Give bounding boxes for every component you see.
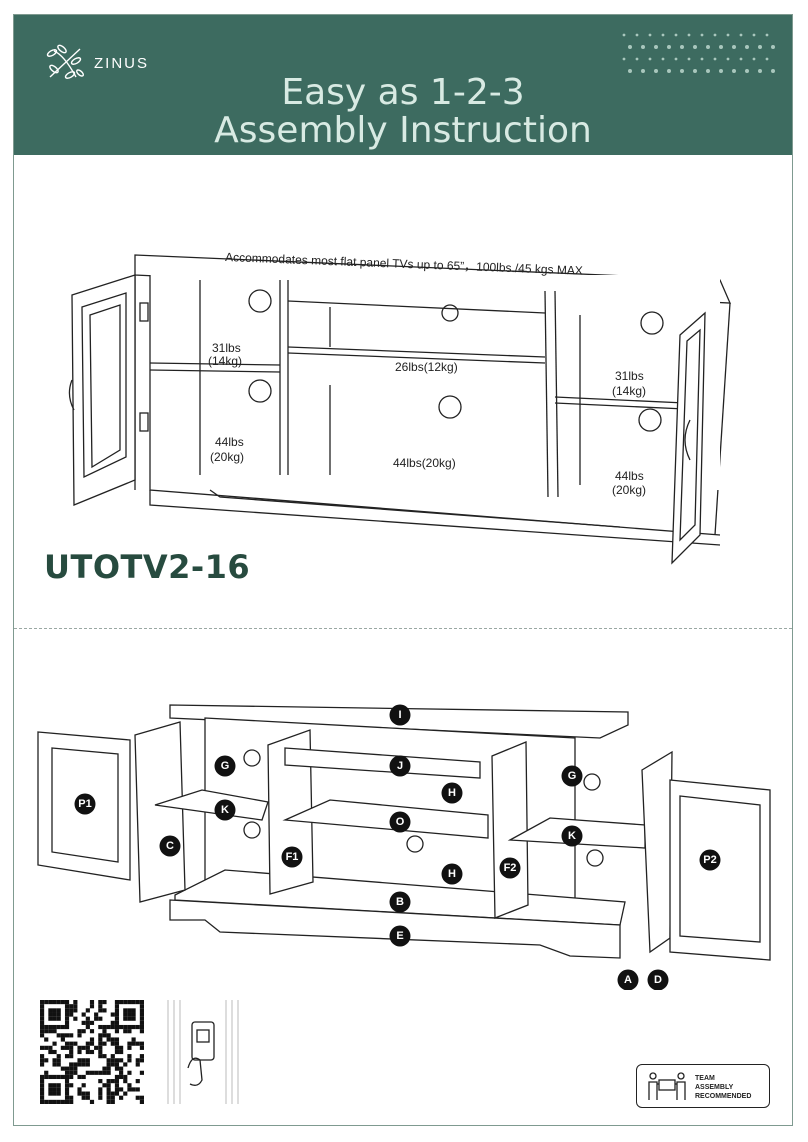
load-right-upper-2: (14kg)	[612, 384, 646, 398]
part-letter: H	[448, 868, 456, 880]
part-letter: G	[221, 760, 230, 772]
brand-logo: ZINUS	[42, 43, 149, 83]
part-letter: P1	[78, 798, 91, 810]
part-letter: A	[624, 974, 632, 986]
load-right-upper-1: 31lbs	[615, 369, 644, 383]
part-label-h: H	[441, 863, 463, 885]
part-label-f1: F1	[281, 846, 303, 868]
model-number: UTOTV2-16	[44, 548, 251, 586]
part-letter: G	[568, 770, 577, 782]
part-label-k: K	[561, 825, 583, 847]
decorative-dots	[622, 33, 775, 73]
load-center-lower: 44lbs(20kg)	[393, 456, 456, 470]
part-label-p1: P1	[74, 793, 96, 815]
part-label-c: C	[159, 835, 181, 857]
team-badge-line2: ASSEMBLY	[695, 1084, 734, 1091]
phone-scan-icon	[167, 1000, 239, 1104]
leaf-icon	[46, 44, 85, 79]
part-label-f2: F2	[499, 857, 521, 879]
team-badge-line1: TEAM	[695, 1075, 715, 1082]
part-label-i: I	[389, 704, 411, 726]
part-letter: I	[398, 709, 401, 721]
part-letter: J	[397, 760, 403, 772]
part-label-p2: P2	[699, 849, 721, 871]
brand-name: ZINUS	[94, 54, 149, 72]
part-label-a: A	[617, 969, 639, 990]
load-left-upper-2: (14kg)	[208, 354, 242, 368]
section-divider	[14, 628, 792, 629]
part-label-e: E	[389, 925, 411, 947]
qr-code-icon	[40, 1000, 144, 1104]
part-label-k: K	[214, 799, 236, 821]
two-people-icon	[648, 1072, 686, 1100]
part-letter: F1	[286, 851, 299, 863]
part-label-g: G	[214, 755, 236, 777]
part-label-h: H	[441, 782, 463, 804]
part-letter: K	[221, 804, 229, 816]
load-center-upper: 26lbs(12kg)	[395, 360, 458, 374]
part-label-g: G	[561, 765, 583, 787]
part-label-d: D	[647, 969, 669, 990]
part-letter: B	[396, 896, 404, 908]
part-label-b: B	[389, 891, 411, 913]
part-label-o: O	[389, 811, 411, 833]
part-letter: K	[568, 830, 576, 842]
part-letter: P2	[703, 854, 716, 866]
part-letter: D	[654, 974, 662, 986]
title-line-1: Easy as 1-2-3	[281, 72, 525, 113]
team-assembly-badge: TEAM ASSEMBLY RECOMMENDED	[636, 1064, 770, 1108]
part-letter: C	[166, 840, 174, 852]
assembled-tv-stand-illustration: Accommodates most flat panel TVs up to 6…	[68, 250, 732, 565]
part-letter: F2	[504, 862, 517, 874]
part-letter: O	[396, 816, 405, 828]
page-frame	[13, 14, 793, 1126]
part-letter: H	[448, 787, 456, 799]
part-label-j: J	[389, 755, 411, 777]
part-letter: E	[396, 930, 403, 942]
team-badge-text: TEAM ASSEMBLY RECOMMENDED	[695, 1074, 751, 1101]
title-line-2: Assembly Instruction	[214, 110, 592, 151]
load-left-upper-1: 31lbs	[212, 341, 241, 355]
team-badge-line3: RECOMMENDED	[695, 1093, 752, 1100]
load-left-lower-2: (20kg)	[210, 450, 244, 464]
load-right-lower-1: 44lbs	[615, 469, 644, 483]
load-right-lower-2: (20kg)	[612, 483, 646, 497]
header-banner: ZINUS Easy as 1-2-3 Assembly Instruction	[14, 15, 792, 155]
load-left-lower-1: 44lbs	[215, 435, 244, 449]
